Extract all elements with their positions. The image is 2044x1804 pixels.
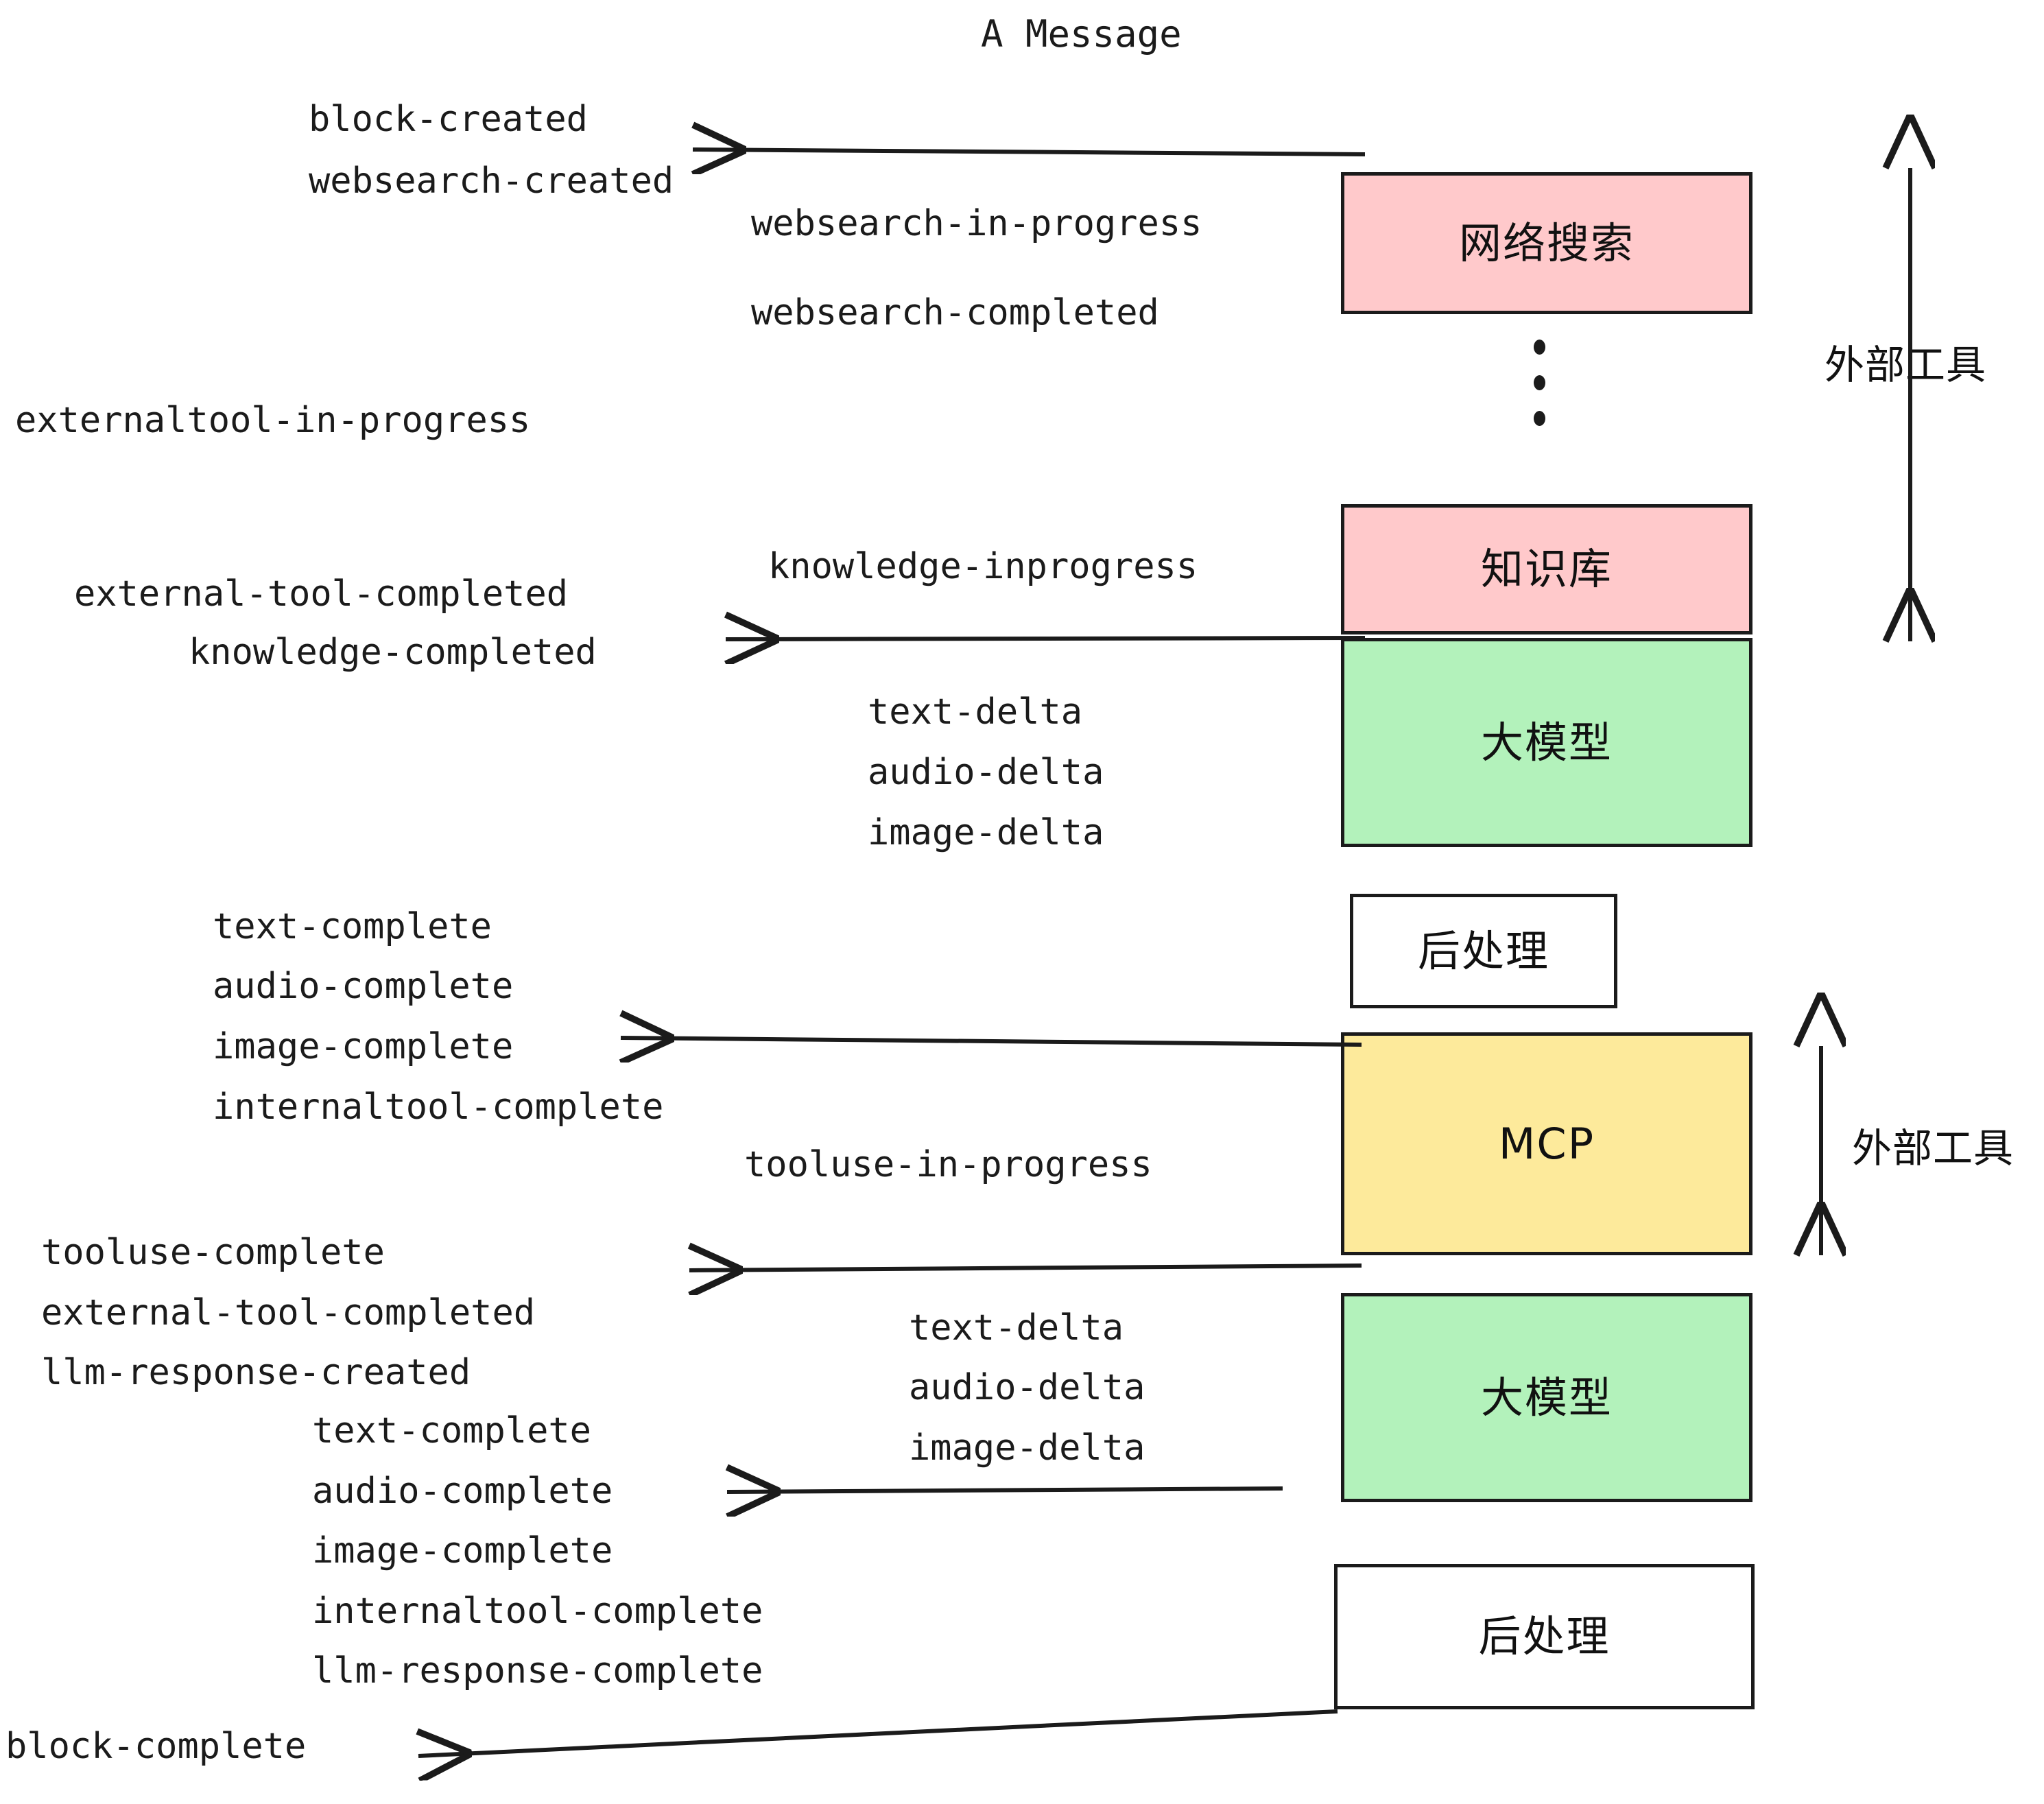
event-internaltool-complete-1: internaltool-complete — [213, 1087, 664, 1128]
vertical-ellipsis-icon — [1534, 340, 1545, 426]
event-knowledge-inprogress: knowledge-inprogress — [768, 546, 1198, 587]
event-knowledge-completed: knowledge-completed — [189, 632, 597, 673]
event-external-tool-completed-2: external-tool-completed — [41, 1292, 536, 1333]
event-llm-response-complete: llm-response-complete — [312, 1650, 763, 1692]
event-websearch-in-progress: websearch-in-progress — [751, 203, 1202, 244]
arrow-postprocess-to-image-complete — [621, 1038, 1362, 1045]
arrow-knowledge-to-completed — [726, 638, 1366, 639]
box-mcp[interactable]: MCP — [1341, 1032, 1752, 1255]
event-image-delta-2: image-delta — [909, 1427, 1145, 1469]
event-external-tool-completed-1: external-tool-completed — [74, 573, 569, 615]
diagram-title: A Message — [981, 12, 1182, 56]
event-audio-complete-1: audio-complete — [213, 966, 514, 1007]
event-websearch-completed: websearch-completed — [751, 292, 1159, 333]
box-llm-2-label: 大模型 — [1480, 1372, 1613, 1423]
box-postprocess-2-label: 后处理 — [1478, 1611, 1611, 1661]
event-tooluse-in-progress: tooluse-in-progress — [744, 1144, 1152, 1185]
box-knowledge-label: 知识库 — [1480, 544, 1613, 594]
event-externaltool-in-progress: externaltool-in-progress — [15, 400, 531, 441]
event-image-complete-2: image-complete — [312, 1530, 613, 1571]
arrow-websearch-to-created — [693, 150, 1366, 154]
arrow-llm2-to-audio-complete — [727, 1488, 1283, 1492]
box-llm-2[interactable]: 大模型 — [1341, 1293, 1752, 1502]
box-websearch[interactable]: 网络搜索 — [1341, 172, 1752, 314]
box-websearch-label: 网络搜索 — [1458, 217, 1635, 268]
event-tooluse-complete: tooluse-complete — [41, 1232, 385, 1273]
box-postprocess-1[interactable]: 后处理 — [1350, 894, 1617, 1008]
event-audio-complete-2: audio-complete — [312, 1471, 613, 1512]
box-llm-1[interactable]: 大模型 — [1341, 638, 1752, 847]
box-postprocess-1-label: 后处理 — [1417, 925, 1549, 976]
event-text-delta-1: text-delta — [868, 691, 1083, 733]
box-postprocess-2[interactable]: 后处理 — [1334, 1564, 1755, 1709]
event-image-delta-1: image-delta — [868, 812, 1104, 853]
box-mcp-label: MCP — [1498, 1118, 1595, 1169]
event-internaltool-complete-2: internaltool-complete — [312, 1591, 763, 1632]
side-label-external-tool-bottom: 外部工具 — [1852, 1125, 2015, 1172]
event-audio-delta-2: audio-delta — [909, 1367, 1145, 1408]
event-websearch-created: websearch-created — [309, 161, 674, 202]
event-block-complete: block-complete — [5, 1726, 307, 1767]
arrow-mcp-to-tooluse-complete — [689, 1266, 1362, 1270]
side-label-external-tool-top: 外部工具 — [1825, 342, 1987, 388]
event-image-complete-1: image-complete — [213, 1026, 514, 1067]
arrow-postprocess2-to-block-complete — [418, 1709, 1338, 1756]
event-text-delta-2: text-delta — [909, 1307, 1124, 1349]
event-text-complete-2: text-complete — [312, 1410, 591, 1451]
event-block-created: block-created — [309, 99, 588, 140]
event-text-complete-1: text-complete — [213, 906, 492, 947]
event-audio-delta-1: audio-delta — [868, 752, 1104, 793]
box-llm-1-label: 大模型 — [1480, 717, 1613, 768]
box-knowledge[interactable]: 知识库 — [1341, 504, 1752, 634]
event-llm-response-created: llm-response-created — [41, 1352, 471, 1393]
